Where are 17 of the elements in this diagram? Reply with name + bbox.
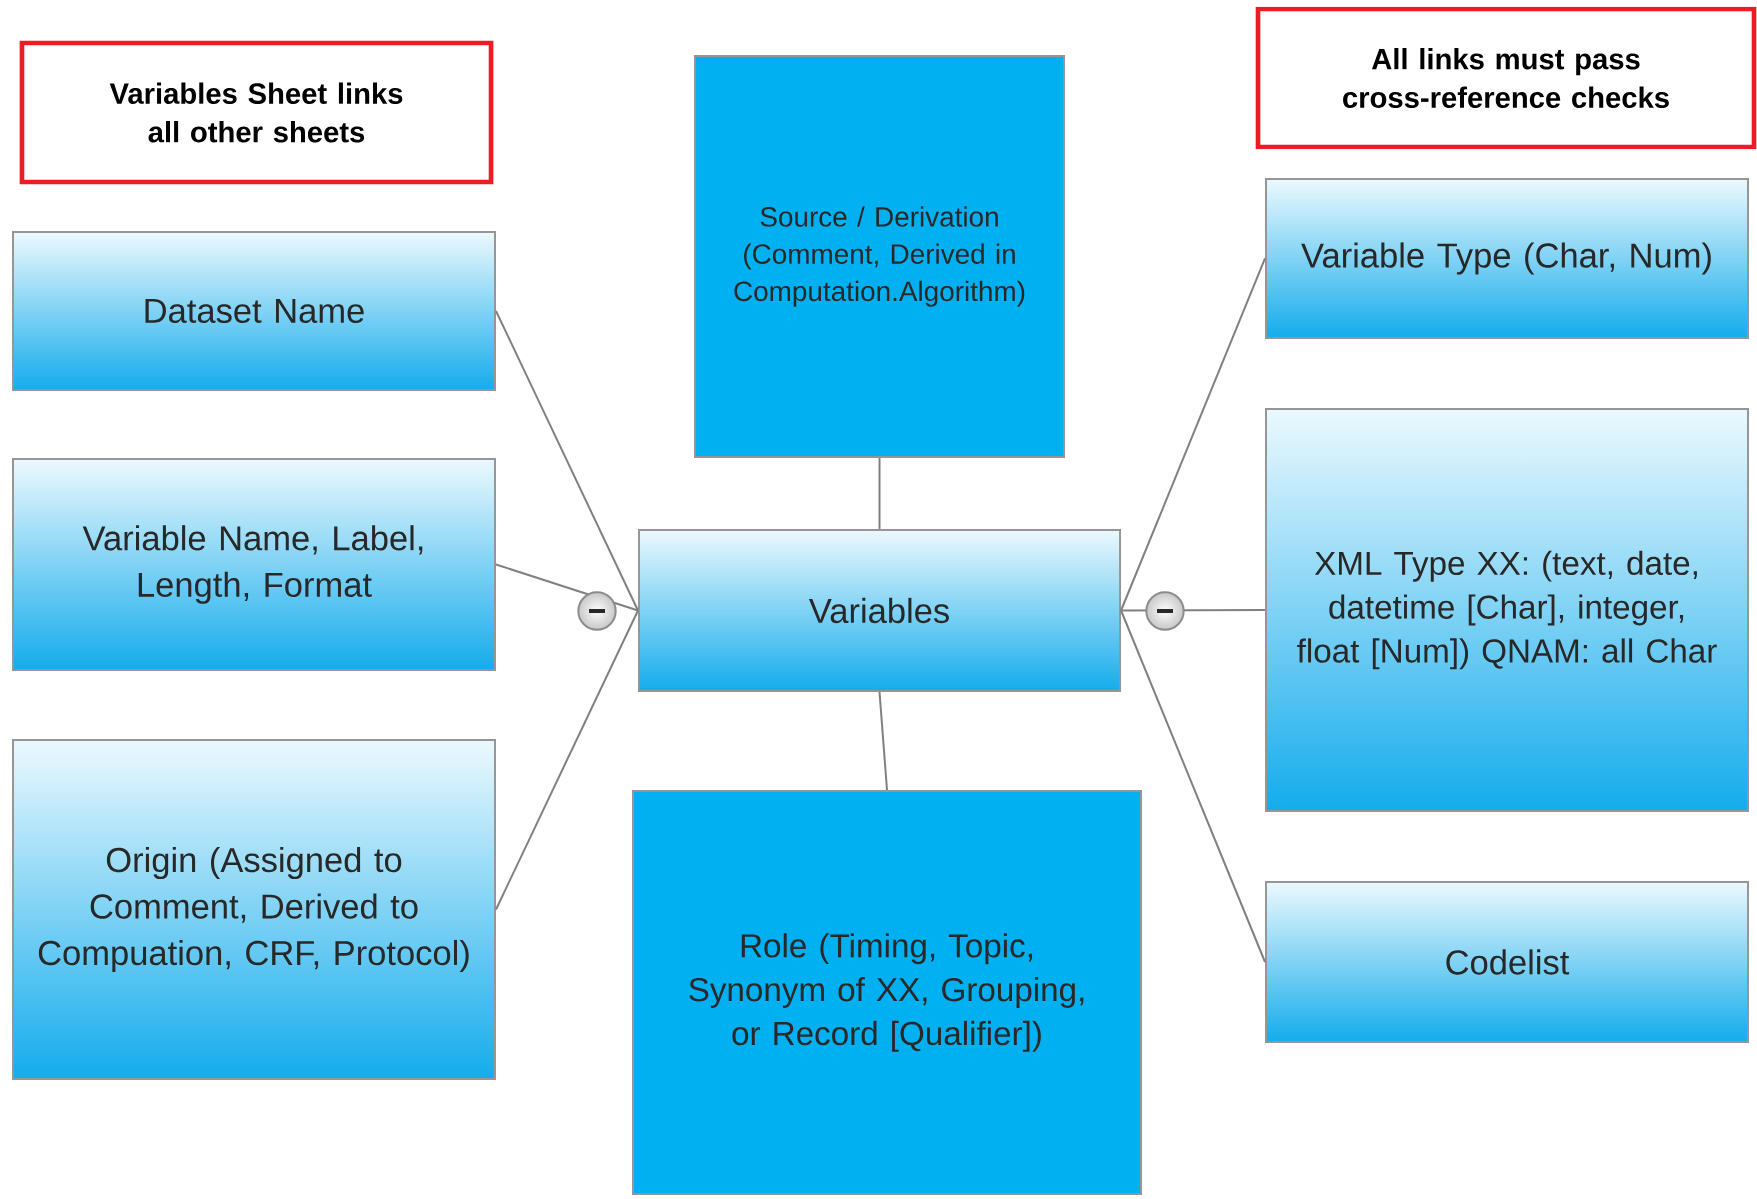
topic-box: Dataset Name [12, 231, 496, 391]
topic-box: Variable Name, Label, Length, Format [12, 458, 496, 671]
connector-line [1120, 257, 1266, 612]
topic-box: XML Type XX: (text, date, datetime [Char], integer, float [Num]) QNAM: all Char [1265, 408, 1749, 812]
connector-line [495, 609, 639, 911]
topic-box: Role (Timing, Topic, Synonym of XX, Grouping, or Record [Qualifier]) [632, 790, 1142, 1195]
topic-box: Codelist [1265, 881, 1749, 1043]
topic-box: Source / Derivation (Comment, Derived in Computation.Algorithm) [694, 54, 1066, 459]
topic-box: Variables [638, 528, 1122, 693]
connector-line [878, 457, 881, 530]
topic-box: Variable Type (Char, Num) [1265, 178, 1749, 339]
connector-line [1120, 609, 1266, 963]
note-box: Variables Sheet links all other sheets [19, 40, 494, 185]
connector-line [878, 691, 888, 792]
note-box: All links must pass cross-reference checks [1255, 6, 1757, 150]
topic-box: Origin (Assigned to Comment, Derived to Compuation, CRF, Protocol) [12, 739, 496, 1080]
connector-line [495, 310, 639, 612]
